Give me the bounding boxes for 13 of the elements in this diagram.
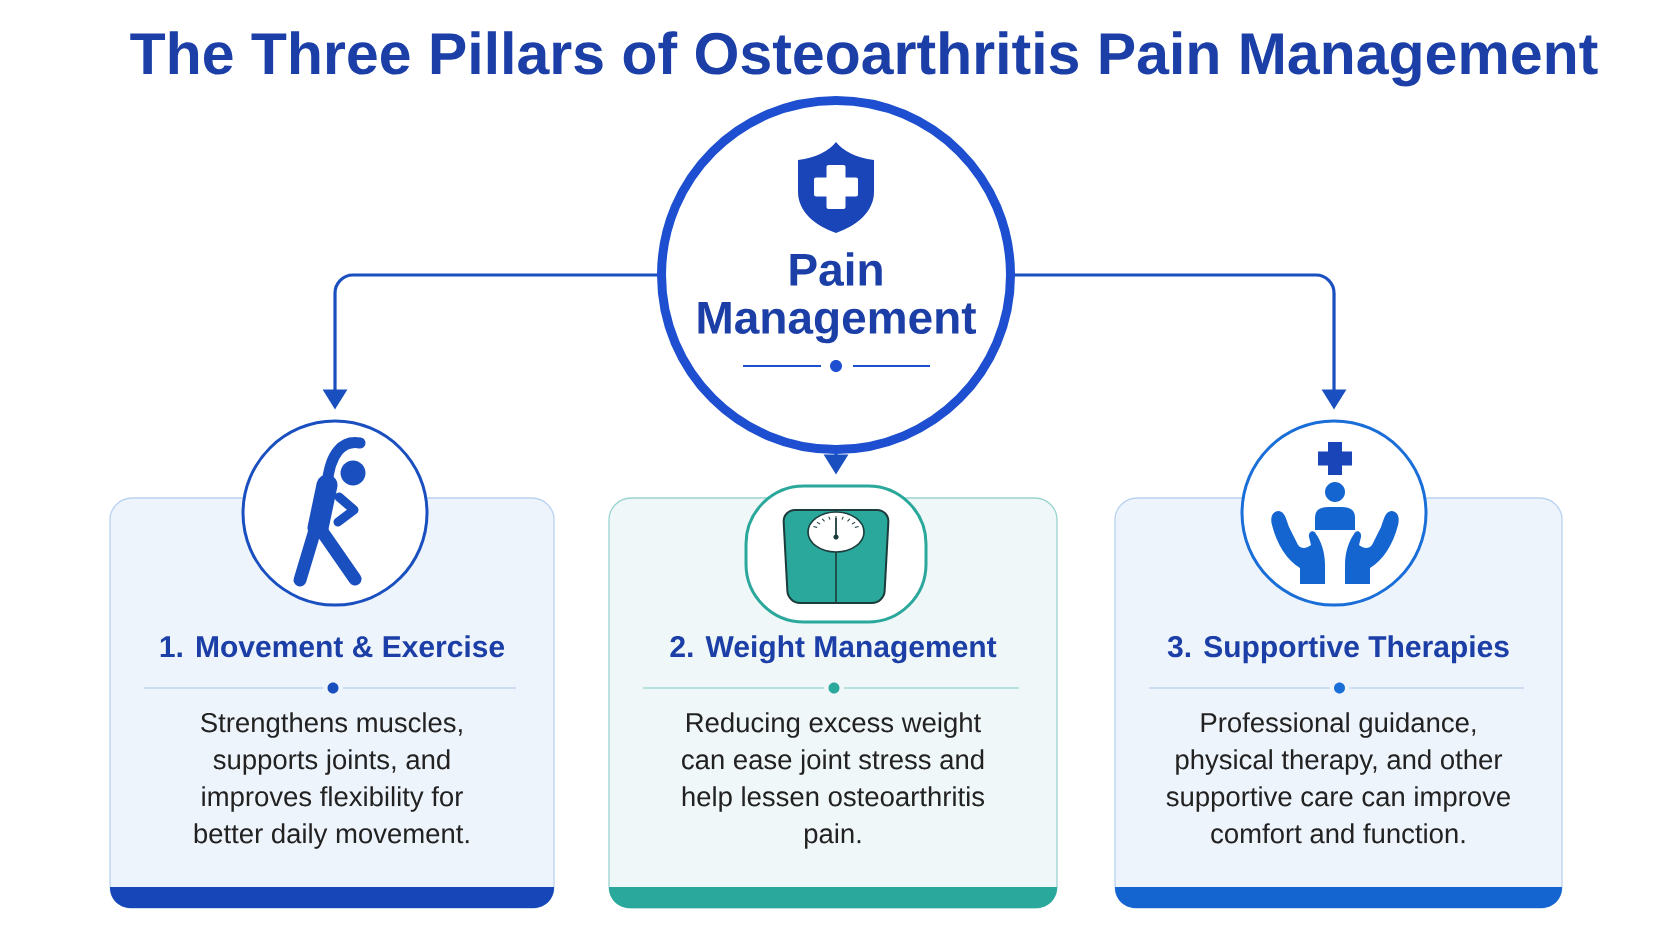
card [1114,497,1563,909]
card-text: Professional guidance, physical therapy, and other supportive care can improve comfort and function. [1166,712,1510,844]
card-text: Strengthens muscles, supports joints, and improves flexibility for better daily movement. [194,712,469,849]
card [109,497,555,909]
icon-circle [1240,419,1428,607]
icon-circle [241,419,429,607]
title: The Three Pillars of Osteoarthritis Pain Management [130,31,1598,87]
card-heading: 3. Supportive Therapies [1167,635,1509,664]
hub-circle [657,96,1015,454]
card-text: Reducing excess weight can ease joint stress and help lessen osteoarthritis pain. [682,712,985,849]
hub-title: Pain Management [698,252,976,344]
card-heading: 1. Movement & Exercise [160,635,505,658]
card-heading: 2. Weight Management [670,635,997,664]
